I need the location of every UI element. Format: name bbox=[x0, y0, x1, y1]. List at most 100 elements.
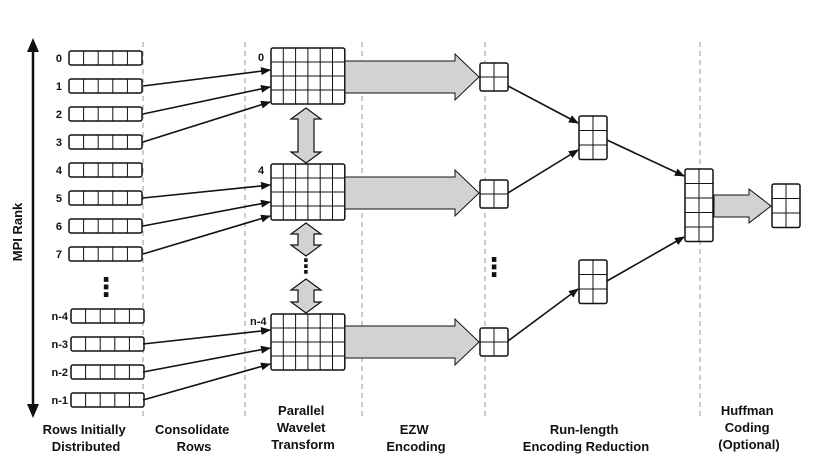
row-block-1-frame bbox=[68, 78, 143, 94]
reduce-line-1 bbox=[507, 85, 579, 124]
rank-labels: 0 1 2 3 4 5 6 7 n-4 n-3 n-2 n-1 bbox=[52, 53, 69, 407]
wavelet-to-ezw-arrow-n-4 bbox=[344, 317, 480, 367]
row-block-6-frame bbox=[68, 218, 143, 234]
stage-label-line: Encoding Reduction bbox=[523, 439, 649, 454]
rank-label-n-4: n-4 bbox=[52, 311, 69, 323]
row-block-7 bbox=[68, 246, 143, 262]
axis-arrow-top bbox=[27, 38, 39, 52]
wavelet-label-0: 0 bbox=[258, 52, 264, 64]
stage-label-line: Wavelet bbox=[277, 420, 326, 435]
rank-label-n-3: n-3 bbox=[52, 339, 69, 351]
row-block-n-4-frame bbox=[70, 308, 145, 324]
huffman-grid bbox=[771, 183, 801, 229]
ezw-grid-2 bbox=[479, 179, 509, 209]
wavelet-to-ezw-arrow-4 bbox=[344, 168, 480, 218]
rank-label-5: 5 bbox=[56, 193, 62, 205]
row-block-n-2-frame bbox=[70, 364, 145, 380]
mpi-rank-axis: MPI Rank bbox=[10, 38, 39, 418]
huffman-arrow bbox=[713, 187, 772, 225]
axis-arrow-bottom bbox=[27, 404, 39, 418]
ezw-grid-1 bbox=[479, 62, 509, 92]
row-block-7-frame bbox=[68, 246, 143, 262]
rank-label-1: 1 bbox=[56, 81, 62, 93]
wavelet-grid-4 bbox=[270, 163, 346, 221]
rank-label-3: 3 bbox=[56, 137, 62, 149]
consolidate-line-1 bbox=[142, 67, 271, 87]
rank-label-2: 2 bbox=[56, 109, 62, 121]
row-block-0 bbox=[68, 50, 143, 66]
rank-label-n-1: n-1 bbox=[52, 395, 69, 407]
wavelet-to-ezw-arrow-0 bbox=[344, 52, 480, 102]
ezw-ellipsis: ⋮ bbox=[481, 252, 507, 282]
row-block-n-3 bbox=[70, 336, 145, 352]
wavelet-label-n-4: n-4 bbox=[250, 316, 267, 328]
grid-blocks bbox=[270, 47, 801, 371]
consolidate-line-5 bbox=[142, 181, 271, 199]
consolidate-line-n-3 bbox=[142, 327, 271, 345]
row-block-1 bbox=[68, 78, 143, 94]
stage-label-line: Encoding bbox=[386, 439, 445, 454]
row-block-n-3-frame bbox=[70, 336, 145, 352]
stage-label-line: Parallel bbox=[278, 403, 324, 418]
row-block-6 bbox=[68, 218, 143, 234]
wavelet-ellipsis: ⋮ bbox=[296, 256, 316, 278]
ezw-grid-3 bbox=[479, 327, 509, 357]
row-block-0-frame bbox=[68, 50, 143, 66]
exchange-arrow-ellipsis-n-4 bbox=[289, 278, 323, 314]
stage-label-line: EZW bbox=[400, 422, 430, 437]
stage-label-line: (Optional) bbox=[718, 437, 779, 452]
stage-label-line: Consolidate bbox=[155, 422, 229, 437]
rank-label-4: 4 bbox=[56, 165, 63, 177]
stage-label-huffman: Huffman Coding (Optional) bbox=[718, 403, 779, 452]
reduction-grid-top bbox=[578, 115, 608, 161]
row-block-5 bbox=[68, 190, 143, 206]
wavelet-grid-n-4 bbox=[270, 313, 346, 371]
consolidate-line-7 bbox=[142, 214, 271, 255]
stage-label-line: Distributed bbox=[52, 439, 121, 454]
reduce-line-4 bbox=[606, 139, 685, 177]
exchange-arrow-4-ellipsis bbox=[289, 222, 323, 257]
reduce-line-3 bbox=[507, 288, 579, 342]
reduce-line-5 bbox=[606, 236, 685, 282]
row-block-2 bbox=[68, 106, 143, 122]
reduction-grid-final bbox=[684, 168, 714, 243]
row-block-3-frame bbox=[68, 134, 143, 150]
consolidate-line-n-1 bbox=[142, 362, 271, 401]
rows-ellipsis: ⋮ bbox=[93, 272, 119, 302]
row-block-n-4 bbox=[70, 308, 145, 324]
stage-dividers bbox=[142, 42, 701, 418]
reduction-grid-bottom bbox=[578, 259, 608, 305]
data-flow-arrows bbox=[289, 52, 772, 367]
row-block-n-2 bbox=[70, 364, 145, 380]
stage-label-consolidate: Consolidate Rows bbox=[155, 422, 233, 454]
row-block-4 bbox=[68, 162, 143, 178]
row-block-5-frame bbox=[68, 190, 143, 206]
row-block-2-frame bbox=[68, 106, 143, 122]
row-block-n-1-frame bbox=[70, 392, 145, 408]
rank-label-n-2: n-2 bbox=[52, 367, 69, 379]
reduce-line-2 bbox=[507, 149, 579, 194]
rank-label-0: 0 bbox=[56, 53, 62, 65]
row-block-3 bbox=[68, 134, 143, 150]
consolidate-line-n-2 bbox=[142, 345, 271, 373]
stage-label-run-length: Run-length Encoding Reduction bbox=[523, 422, 649, 454]
row-block-4-frame bbox=[68, 162, 143, 178]
consolidate-line-6 bbox=[142, 199, 271, 227]
stage-label-line: Coding bbox=[725, 420, 770, 435]
stage-label-line: Rows Initially bbox=[43, 422, 127, 437]
wavelet-grid-0 bbox=[270, 47, 346, 105]
stage-label-line: Transform bbox=[271, 437, 335, 452]
axis-label: MPI Rank bbox=[10, 202, 25, 261]
stage-label-rows-distributed: Rows Initially Distributed bbox=[43, 422, 130, 454]
wavelet-label-4: 4 bbox=[258, 165, 265, 177]
row-block-n-1 bbox=[70, 392, 145, 408]
row-blocks bbox=[68, 50, 145, 408]
rank-label-7: 7 bbox=[56, 249, 62, 261]
consolidate-line-2 bbox=[142, 84, 271, 115]
stage-label-wavelet: Parallel Wavelet Transform bbox=[271, 403, 335, 452]
connector-lines bbox=[142, 67, 685, 401]
stage-labels: Rows Initially Distributed Consolidate R… bbox=[43, 403, 780, 454]
consolidate-line-3 bbox=[142, 100, 271, 143]
